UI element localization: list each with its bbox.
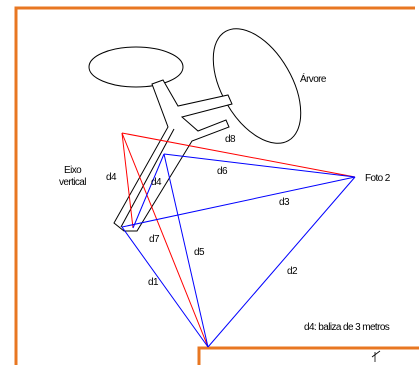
label-d7: d7 xyxy=(149,234,160,245)
tree-crown-left xyxy=(88,46,184,88)
label-d3: d3 xyxy=(279,197,290,208)
axis-label-line2: vertical xyxy=(59,177,86,188)
outer-frame xyxy=(14,6,415,365)
label-d6: d6 xyxy=(217,166,228,177)
inner-frame xyxy=(197,346,419,365)
label-d5: d5 xyxy=(194,247,205,258)
note-text: d4: baliza de 3 metros xyxy=(304,322,390,333)
tree-crown-right xyxy=(212,28,302,144)
axis-label-line1: Eixo xyxy=(64,165,82,176)
label-d4-left: d4 xyxy=(106,172,117,183)
label-d4-inner: d4 xyxy=(151,177,162,188)
red-lines xyxy=(121,132,356,348)
tree-label: Árvore xyxy=(300,72,327,85)
vertical-axis-rod xyxy=(120,128,175,228)
corner-arrow-icon xyxy=(371,350,381,362)
label-d1: d1 xyxy=(148,277,159,288)
label-d2: d2 xyxy=(287,266,298,277)
blue-lines xyxy=(121,153,356,348)
label-d8: d8 xyxy=(225,134,236,145)
photo-point-label: Foto 2 xyxy=(365,173,391,184)
